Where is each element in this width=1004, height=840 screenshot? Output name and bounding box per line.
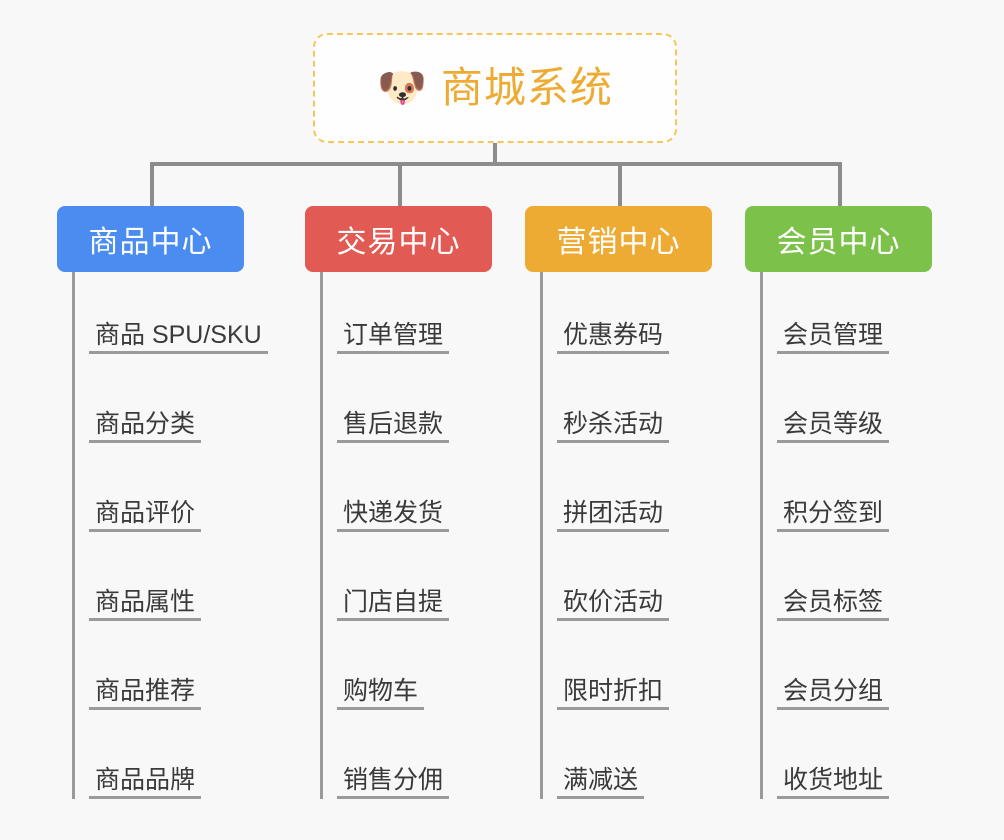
leaf-item[interactable]: 售后退款 xyxy=(337,399,450,443)
leaf-item[interactable]: 优惠券码 xyxy=(557,310,670,354)
leaf-item[interactable]: 商品品牌 xyxy=(89,755,202,799)
category-box-3[interactable]: 营销中心 xyxy=(525,206,712,272)
leaf-item[interactable]: 积分签到 xyxy=(777,488,890,532)
leaf-item[interactable]: 商品评价 xyxy=(89,488,202,532)
branch-spine-4 xyxy=(760,272,763,799)
leaf-item[interactable]: 秒杀活动 xyxy=(557,399,670,443)
leaf-item-label: 商品 SPU/SKU xyxy=(95,320,262,349)
leaf-item-label: 购物车 xyxy=(343,676,419,705)
leaf-item[interactable]: 商品分类 xyxy=(89,399,202,443)
leaf-item-label: 会员标签 xyxy=(783,587,884,616)
leaf-item-label: 售后退款 xyxy=(343,409,444,438)
leaf-item[interactable]: 商品属性 xyxy=(89,577,202,621)
root-stem-connector xyxy=(493,143,497,166)
leaf-item-label: 满减送 xyxy=(563,765,639,794)
leaf-item[interactable]: 商品推荐 xyxy=(89,666,202,710)
shiba-dog-face-icon: 🐶 xyxy=(377,66,427,110)
leaf-item-label: 积分签到 xyxy=(783,498,884,527)
leaf-item-label: 拼团活动 xyxy=(563,498,664,527)
branch-spine-1 xyxy=(72,272,75,799)
leaf-item-label: 收货地址 xyxy=(783,765,884,794)
branch-spine-3 xyxy=(540,272,543,799)
leaf-item[interactable]: 拼团活动 xyxy=(557,488,670,532)
category-label: 交易中心 xyxy=(336,226,461,259)
leaf-item[interactable]: 订单管理 xyxy=(337,310,450,354)
category-box-2[interactable]: 交易中心 xyxy=(305,206,492,272)
leaf-item[interactable]: 快递发货 xyxy=(337,488,450,532)
leaf-item[interactable]: 门店自提 xyxy=(337,577,450,621)
leaf-item-label: 商品推荐 xyxy=(95,676,196,705)
leaf-item-label: 限时折扣 xyxy=(563,676,664,705)
leaf-item[interactable]: 限时折扣 xyxy=(557,666,670,710)
leaf-item-label: 会员等级 xyxy=(783,409,884,438)
category-label: 商品中心 xyxy=(88,226,213,259)
category-box-1[interactable]: 商品中心 xyxy=(57,206,244,272)
branch-drop-connector-1 xyxy=(150,162,154,206)
leaf-item[interactable]: 会员等级 xyxy=(777,399,890,443)
leaf-item-label: 商品评价 xyxy=(95,498,196,527)
leaf-item[interactable]: 会员标签 xyxy=(777,577,890,621)
leaf-item-label: 秒杀活动 xyxy=(563,409,664,438)
leaf-item[interactable]: 收货地址 xyxy=(777,755,890,799)
leaf-item[interactable]: 购物车 xyxy=(337,666,425,710)
leaf-item-label: 砍价活动 xyxy=(563,587,664,616)
leaf-item-label: 快递发货 xyxy=(343,498,444,527)
leaf-item-label: 会员管理 xyxy=(783,320,884,349)
leaf-item-label: 商品属性 xyxy=(95,587,196,616)
horizontal-bus-connector xyxy=(150,162,842,166)
leaf-item-label: 优惠券码 xyxy=(563,320,664,349)
leaf-item-label: 门店自提 xyxy=(343,587,444,616)
leaf-item-label: 销售分佣 xyxy=(343,765,444,794)
branch-drop-connector-2 xyxy=(398,162,402,206)
leaf-item[interactable]: 销售分佣 xyxy=(337,755,450,799)
root-node[interactable]: 🐶 商城系统 xyxy=(313,33,677,143)
leaf-item[interactable]: 商品 SPU/SKU xyxy=(89,310,268,354)
branch-drop-connector-3 xyxy=(618,162,622,206)
root-title: 商城系统 xyxy=(440,64,613,111)
leaf-item-label: 商品分类 xyxy=(95,409,196,438)
branch-drop-connector-4 xyxy=(838,162,842,206)
category-label: 营销中心 xyxy=(556,226,681,259)
branch-spine-2 xyxy=(320,272,323,799)
leaf-item[interactable]: 会员分组 xyxy=(777,666,890,710)
leaf-item-label: 商品品牌 xyxy=(95,765,196,794)
leaf-item[interactable]: 满减送 xyxy=(557,755,645,799)
leaf-item-label: 订单管理 xyxy=(343,320,444,349)
category-label: 会员中心 xyxy=(776,226,901,259)
category-box-4[interactable]: 会员中心 xyxy=(745,206,932,272)
leaf-item[interactable]: 会员管理 xyxy=(777,310,890,354)
leaf-item-label: 会员分组 xyxy=(783,676,884,705)
leaf-item[interactable]: 砍价活动 xyxy=(557,577,670,621)
